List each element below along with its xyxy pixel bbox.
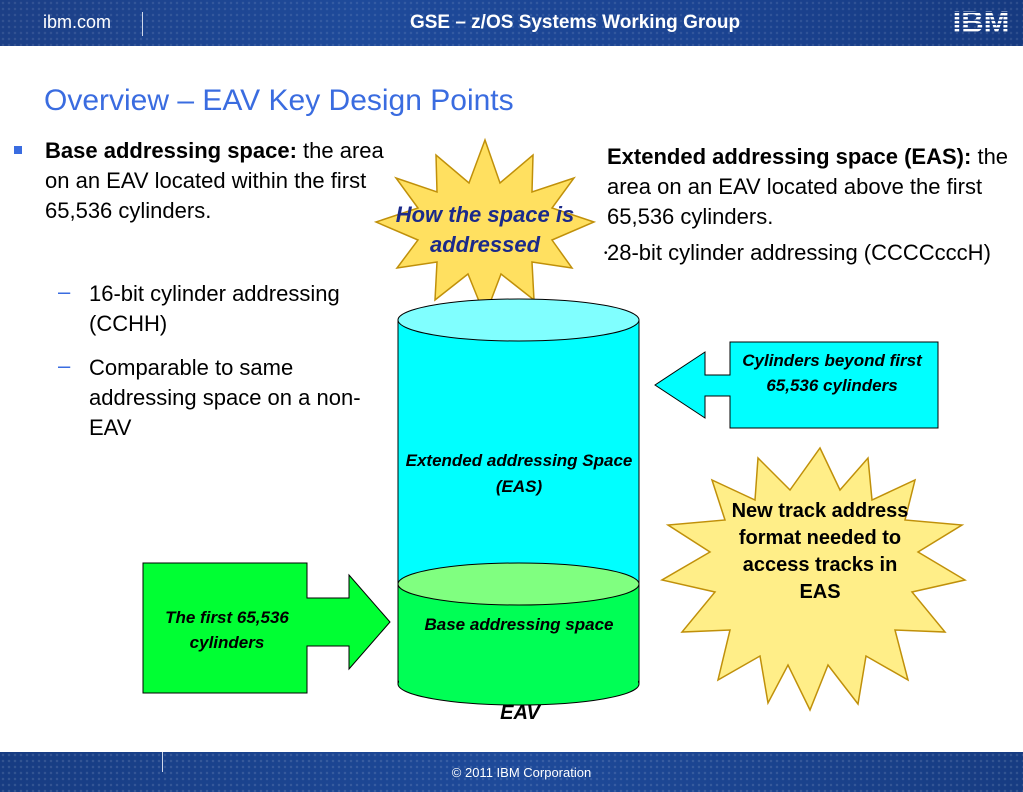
eas-sub-text: 28-bit cylinder addressing (CCCCcccH) (607, 240, 991, 265)
cylinder-divider (397, 562, 640, 606)
star-top-label: How the space is addressed (395, 202, 575, 257)
ibm-logo: IBM (953, 5, 1010, 37)
dash-bullet-icon: – (58, 279, 71, 304)
tiny-bullet-icon: • (604, 248, 608, 259)
cylinder-top (397, 298, 640, 342)
base-heading: Base addressing space: (45, 138, 297, 163)
base-text: the area on an EAV located within the fi… (45, 138, 384, 223)
star-right-label: New track address format needed to acces… (731, 500, 909, 603)
header-bar (0, 0, 1023, 46)
cylinder-caption: EAV (500, 702, 540, 724)
header-title: GSE – z/OS Systems Working Group (409, 12, 741, 33)
extended-addressing-text: Extended addressing space (EAS): the are… (607, 142, 1023, 232)
base-addressing-bullet: Base addressing space: the area on an EA… (45, 136, 385, 226)
copyright-text: © 2011 IBM Corporation (451, 765, 592, 780)
star-burst-right (659, 446, 967, 712)
cyan-arrow (654, 341, 939, 429)
green-arrow (142, 562, 391, 694)
sub-bullet-2: Comparable to same addressing space on a… (89, 355, 361, 440)
sub-bullet-1: 16-bit cylinder addressing (CCHH) (89, 281, 340, 336)
slide-title: Overview – EAV Key Design Points (44, 84, 514, 117)
footer-bar (0, 752, 1023, 792)
bullet-square-icon (14, 146, 22, 154)
header-divider (142, 12, 143, 36)
eas-heading: Extended addressing space (EAS): (607, 144, 972, 169)
cylinder-base-label: Base addressing space (424, 615, 614, 634)
ibm-logo-text: IBM (953, 5, 1010, 37)
eas-text: the area on an EAV located above the fir… (607, 144, 1009, 229)
cylinder-eas-label: Extended addressing Space (EAS) (405, 451, 633, 496)
dash-bullet-icon: – (58, 353, 71, 378)
footer-divider (162, 752, 163, 772)
cyan-arrow-label: Cylinders beyond first 65,536 cylinders (742, 351, 922, 395)
cylinder-eas-body (397, 319, 640, 585)
ibm-com-link[interactable]: ibm.com (43, 12, 112, 32)
green-arrow-label: The first 65,536 cylinders (165, 608, 289, 652)
